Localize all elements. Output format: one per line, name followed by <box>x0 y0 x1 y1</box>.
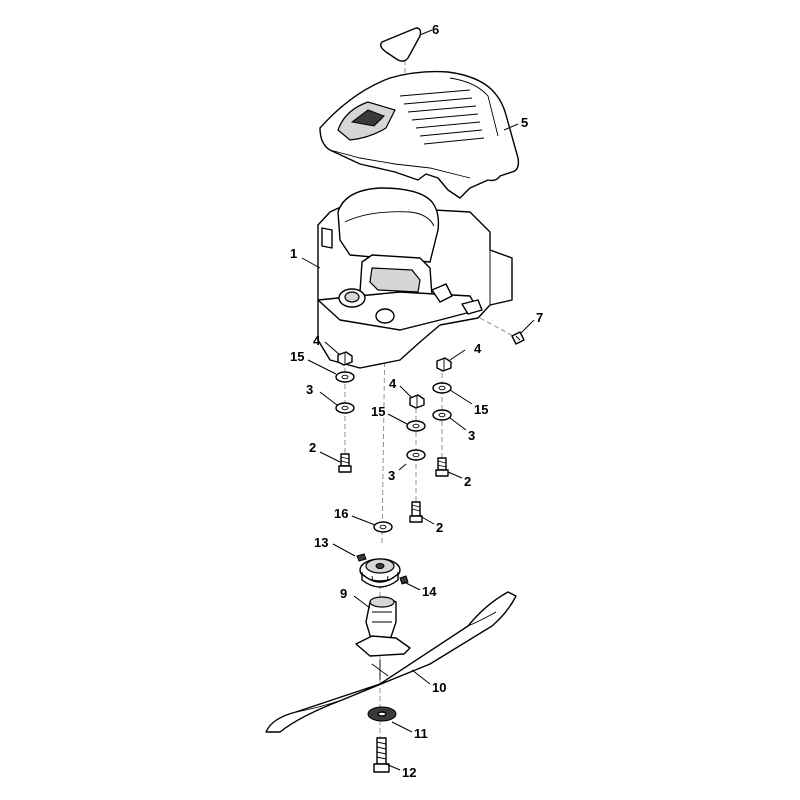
part-4-nut-left <box>337 351 353 366</box>
part-2-bolt-center <box>409 501 423 523</box>
part-4-nut-center <box>409 394 425 409</box>
callout-2-right: 2 <box>464 474 471 489</box>
callout-6: 6 <box>432 22 439 37</box>
part-4-nut-right <box>436 357 452 372</box>
part-1-engine <box>317 187 513 369</box>
callout-16: 16 <box>334 506 348 521</box>
part-16-washer <box>373 521 393 533</box>
callout-15-right: 15 <box>474 402 488 417</box>
part-2-bolt-left <box>338 453 352 473</box>
part-5-engine-cover <box>319 70 520 199</box>
part-15-washer-right <box>432 382 452 394</box>
part-15-washer-center <box>406 420 426 432</box>
callout-3-right: 3 <box>468 428 475 443</box>
callout-3-center: 3 <box>388 468 395 483</box>
callout-4-right: 4 <box>474 341 482 356</box>
callout-leader-lines <box>301 29 535 771</box>
part-13-key <box>356 553 367 562</box>
callout-1: 1 <box>290 246 297 261</box>
callout-9: 9 <box>340 586 347 601</box>
part-2-bolt-right <box>435 457 449 477</box>
callout-4-left: 4 <box>313 333 321 348</box>
part-15-washer-left <box>335 371 355 383</box>
callout-3-left: 3 <box>306 382 313 397</box>
callout-11: 11 <box>414 726 428 741</box>
part-3-washer-right <box>432 409 452 421</box>
callout-labels: 6 5 1 7 4 4 4 15 3 15 15 3 2 3 2 2 16 13… <box>290 22 543 780</box>
callout-2-left: 2 <box>309 440 316 455</box>
callout-10: 10 <box>432 680 446 695</box>
callout-4-center: 4 <box>389 376 397 391</box>
part-7-screw <box>511 331 525 345</box>
callout-7: 7 <box>536 310 543 325</box>
part-6-cover-cap <box>379 27 422 62</box>
callout-2-center: 2 <box>436 520 443 535</box>
callout-15-left: 15 <box>290 349 304 364</box>
part-10-mower-blade <box>265 591 517 733</box>
callout-5: 5 <box>521 115 528 130</box>
callout-12: 12 <box>402 765 416 780</box>
part-14-screw <box>399 575 409 585</box>
part-12-blade-bolt <box>373 737 390 773</box>
part-9-blade-adapter <box>355 596 411 657</box>
part-14-fan-disc <box>359 558 401 588</box>
part-11-blade-washer <box>367 706 397 722</box>
part-3-washer-center <box>406 449 426 461</box>
callout-13: 13 <box>314 535 328 550</box>
part-3-washer-left <box>335 402 355 414</box>
callout-15-center: 15 <box>371 404 385 419</box>
callout-14: 14 <box>422 584 437 599</box>
